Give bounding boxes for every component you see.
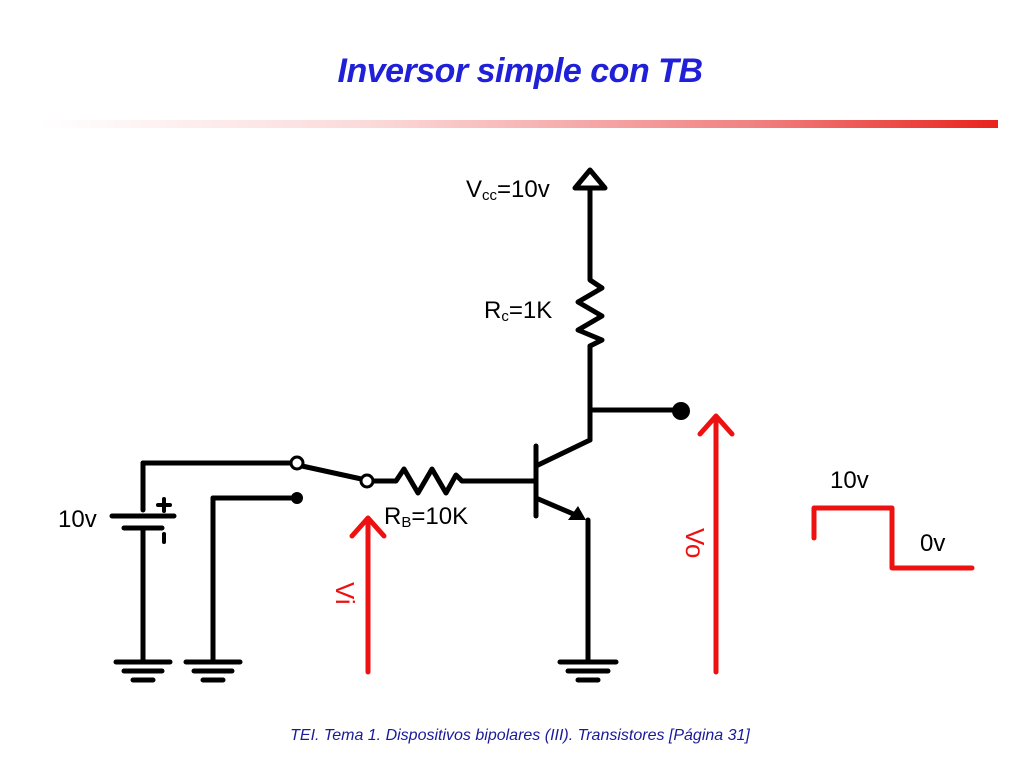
ground-symbol-emitter xyxy=(557,659,619,683)
transistor-collector xyxy=(533,437,593,469)
switch-blade xyxy=(299,463,369,483)
vcc-label: Vcc=10v xyxy=(466,176,550,204)
wave-high-label: 10v xyxy=(830,467,869,494)
battery-voltage-label: 10v xyxy=(58,506,97,533)
page-title: Inversor simple con TB xyxy=(337,52,704,90)
resistor-rc xyxy=(575,267,605,349)
switch-terminal-bottom xyxy=(291,492,303,504)
switch-terminal-top xyxy=(289,455,305,471)
resistor-rb xyxy=(371,466,465,496)
title-divider xyxy=(40,120,998,128)
vcc-supply-symbol xyxy=(572,167,608,191)
transistor-emitter xyxy=(533,495,581,519)
vo-label: Vo xyxy=(680,528,710,558)
output-terminal xyxy=(672,402,690,420)
page-footer: TEI. Tema 1. Dispositivos bipolares (III… xyxy=(290,727,750,744)
switch-pivot xyxy=(359,473,375,489)
ground-symbol-switch xyxy=(183,659,243,683)
rc-label: Rc=1K xyxy=(484,297,552,325)
rb-label: RB=10K xyxy=(384,503,468,531)
ground-symbol-battery xyxy=(113,659,173,683)
square-waveform xyxy=(811,505,975,571)
wave-low-label: 0v xyxy=(920,530,945,557)
emitter-arrow xyxy=(568,506,586,520)
vi-label: Vi xyxy=(330,582,360,605)
